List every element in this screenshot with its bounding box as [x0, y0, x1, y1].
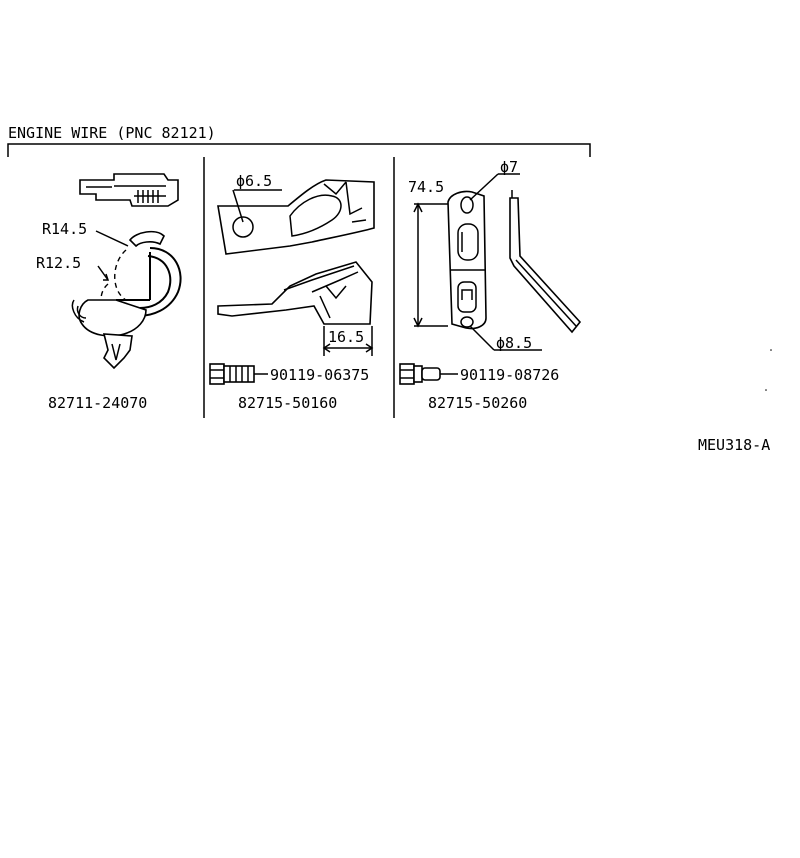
hole-diameter-8-5: ϕ8.5	[496, 334, 532, 352]
scan-dot	[770, 349, 772, 351]
part-number-clamp: 82711-24070	[48, 394, 147, 412]
hole-diameter-7: ϕ7	[500, 158, 518, 176]
width-dimension-16-5: 16.5	[328, 328, 364, 346]
drawing-code: MEU318-A	[698, 436, 770, 454]
radius-dimension-small: R12.5	[36, 254, 81, 272]
radius-dimension-large: R14.5	[42, 220, 87, 238]
bracket-50260-drawing	[399, 173, 582, 385]
length-dimension-74-5: 74.5	[408, 178, 444, 196]
group-bracket	[7, 143, 591, 157]
diagram-title: ENGINE WIRE (PNC 82121)	[8, 124, 216, 142]
bolt-number-06375: 90119-06375	[270, 366, 369, 384]
scan-dot	[765, 389, 767, 391]
part-number-bracket-50160: 82715-50160	[238, 394, 337, 412]
bracket-50160-drawing	[209, 179, 375, 385]
clamp-part-drawing	[71, 173, 182, 370]
hole-diameter-6-5: ϕ6.5	[236, 172, 272, 190]
part-number-bracket-50260: 82715-50260	[428, 394, 527, 412]
bolt-number-08726: 90119-08726	[460, 366, 559, 384]
